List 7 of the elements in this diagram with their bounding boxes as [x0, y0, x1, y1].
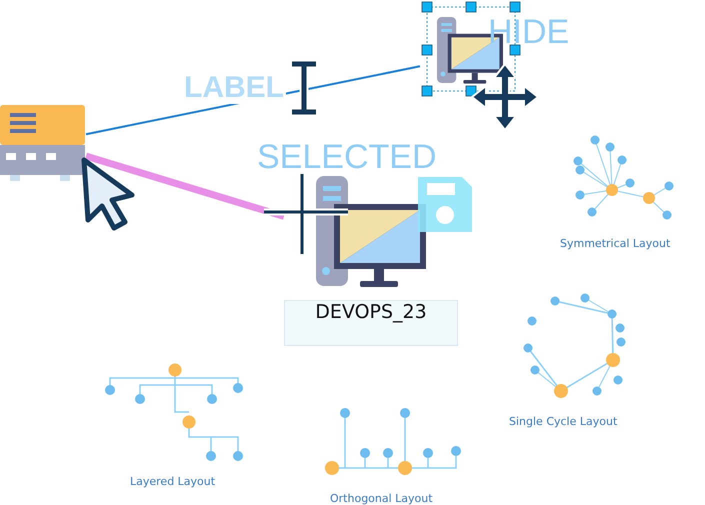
- layout-caption: Symmetrical Layout: [560, 237, 670, 250]
- layout-caption: Single Cycle Layout: [509, 415, 618, 428]
- connector-line: [84, 152, 286, 220]
- layout-caption: Orthogonal Layout: [330, 492, 433, 505]
- layout-caption: Layered Layout: [130, 475, 216, 488]
- node-label: DEVOPS_23: [284, 300, 458, 346]
- node-caption: SELECTED: [257, 140, 436, 174]
